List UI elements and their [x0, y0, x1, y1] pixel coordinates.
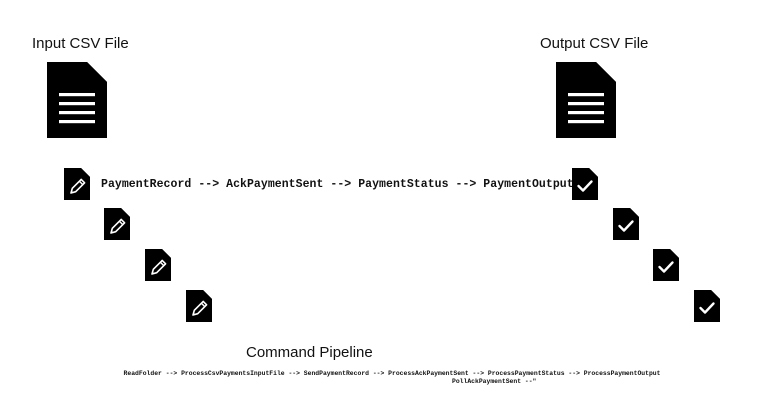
completed-record-check-icon	[572, 168, 598, 200]
completed-record-check-icon	[653, 249, 679, 281]
record-pencil-icon	[104, 208, 130, 240]
output-csv-file-icon	[556, 62, 616, 138]
command-pipeline-title: Command Pipeline	[246, 344, 373, 361]
record-pencil-icon	[64, 168, 90, 200]
completed-record-check-icon	[694, 290, 720, 322]
input-csv-file-title: Input CSV File	[32, 35, 129, 52]
completed-record-check-icon	[613, 208, 639, 240]
record-pencil-icon	[186, 290, 212, 322]
command-pipeline-loop: PollAckPaymentSent --"	[452, 378, 537, 385]
input-csv-file-icon	[47, 62, 107, 138]
output-csv-file-title: Output CSV File	[540, 35, 649, 52]
record-pencil-icon	[145, 249, 171, 281]
command-pipeline-steps: ReadFolder --> ProcessCsvPaymentsInputFi…	[123, 370, 661, 377]
record-flow-label: PaymentRecord --> AckPaymentSent --> Pay…	[101, 178, 574, 191]
